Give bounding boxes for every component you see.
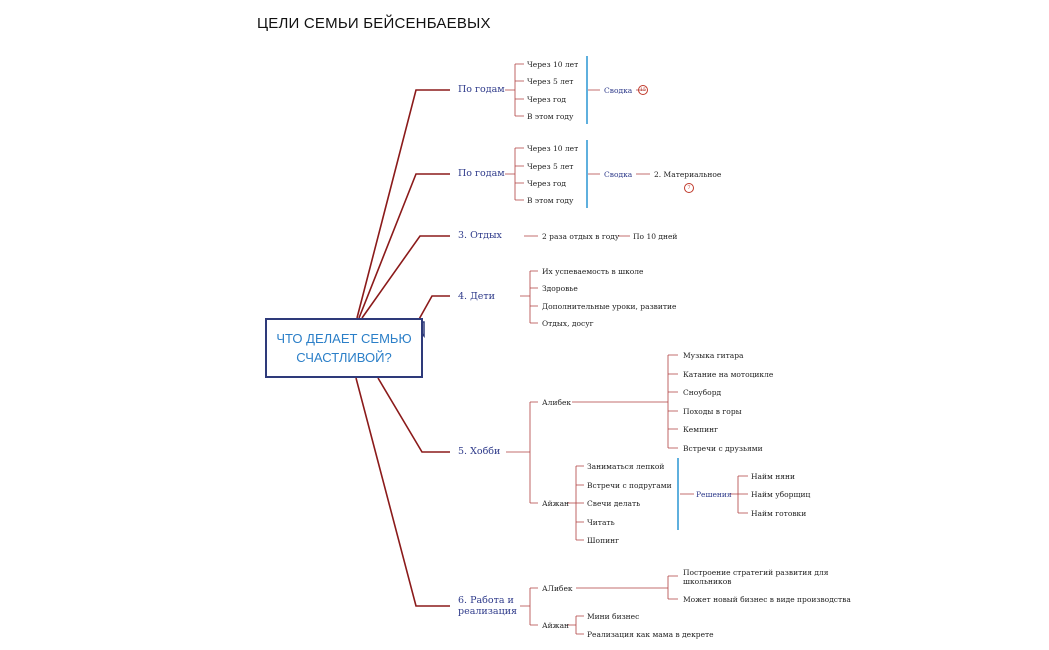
- list-item[interactable]: Встречи с подругами: [587, 481, 672, 490]
- list-item-strategy-line2[interactable]: школьников: [683, 577, 732, 586]
- list-item[interactable]: Мини бизнес: [587, 612, 640, 621]
- list-item[interactable]: Музыка гитара: [683, 351, 744, 360]
- list-item[interactable]: Найм няни: [751, 472, 795, 481]
- person-node-alibek[interactable]: Алибек: [542, 398, 572, 407]
- count-badge-2: 7: [684, 183, 694, 193]
- list-item[interactable]: Сноуборд: [683, 388, 722, 397]
- list-item[interactable]: Через 10 лет: [527, 144, 579, 153]
- list-item[interactable]: Шопинг: [587, 536, 619, 545]
- list-item[interactable]: Дополнительные уроки, развитие: [542, 302, 677, 311]
- list-item[interactable]: Читать: [587, 518, 615, 527]
- count-badge-1: 15: [638, 85, 648, 95]
- list-item[interactable]: Через 10 лет: [527, 60, 579, 69]
- list-item[interactable]: Здоровье: [542, 284, 578, 293]
- list-item[interactable]: Через год: [527, 179, 567, 188]
- main-branch-2: [358, 173, 450, 319]
- branch-by-years-2[interactable]: По годам: [458, 168, 505, 179]
- list-item[interactable]: Реализация как мама в декрете: [587, 630, 714, 639]
- summary-brackets: [586, 56, 679, 530]
- main-branch-1: [356, 89, 450, 319]
- list-item[interactable]: В этом году: [527, 112, 574, 121]
- branch-rest[interactable]: 3. Отдых: [458, 230, 502, 241]
- branch-by-years-1[interactable]: По годам: [458, 84, 505, 95]
- person-node-aizhan-work[interactable]: Айжан: [542, 621, 570, 630]
- list-item[interactable]: Их успеваемость в школе: [542, 267, 644, 276]
- main-branches: [355, 89, 450, 607]
- central-topic[interactable]: ЧТО ДЕЛАЕТ СЕМЬЮ СЧАСТЛИВОЙ?: [265, 318, 423, 378]
- branch-work-line1[interactable]: 6. Работа и: [458, 595, 514, 606]
- list-item[interactable]: Найм уборщиц: [751, 490, 811, 499]
- main-branch-5: [377, 377, 450, 453]
- person-node-alibek-work[interactable]: АЛибек: [542, 584, 573, 593]
- solutions-label[interactable]: Решения: [696, 490, 732, 499]
- main-branch-6: [355, 377, 450, 607]
- list-item[interactable]: Отдых, досуг: [542, 319, 594, 328]
- list-item[interactable]: Найм готовки: [751, 509, 807, 518]
- list-item[interactable]: Катание на мотоцикле: [683, 370, 774, 379]
- list-item[interactable]: По 10 дней: [633, 232, 678, 241]
- person-node-aizhan[interactable]: Айжан: [542, 499, 570, 508]
- summary-label-1[interactable]: Сводка: [604, 86, 633, 95]
- page-title: ЦЕЛИ СЕМЬИ БЕЙСЕНБАЕВЫХ: [257, 15, 491, 32]
- list-item[interactable]: 2 раза отдых в году: [542, 232, 620, 241]
- list-item[interactable]: Встречи с друзьями: [683, 444, 763, 453]
- list-item[interactable]: Через 5 лет: [527, 77, 574, 86]
- list-item[interactable]: Походы в горы: [683, 407, 742, 416]
- list-item[interactable]: Кемпинг: [683, 425, 719, 434]
- branch-work-line2[interactable]: реализация: [458, 606, 518, 617]
- list-item[interactable]: Заниматься лепкой: [587, 462, 665, 471]
- list-item[interactable]: Через год: [527, 95, 567, 104]
- central-topic-line2: СЧАСТЛИВОЙ?: [296, 350, 392, 365]
- summary-child-material[interactable]: 2. Материальное: [654, 170, 722, 179]
- central-topic-line1: ЧТО ДЕЛАЕТ СЕМЬЮ: [276, 331, 412, 346]
- branch-hobbies[interactable]: 5. Хобби: [458, 446, 501, 457]
- list-item[interactable]: Свечи делать: [587, 499, 641, 508]
- list-item-strategy-line1[interactable]: Построение стратегий развития для: [683, 568, 829, 577]
- branch-children[interactable]: 4. Дети: [458, 291, 496, 302]
- list-item[interactable]: Через 5 лет: [527, 162, 574, 171]
- list-item[interactable]: В этом году: [527, 196, 574, 205]
- sub-branches: [505, 63, 748, 635]
- main-branch-3: [361, 235, 450, 319]
- list-item[interactable]: Может новый бизнес в виде производства: [683, 595, 851, 604]
- summary-label-2[interactable]: Сводка: [604, 170, 633, 179]
